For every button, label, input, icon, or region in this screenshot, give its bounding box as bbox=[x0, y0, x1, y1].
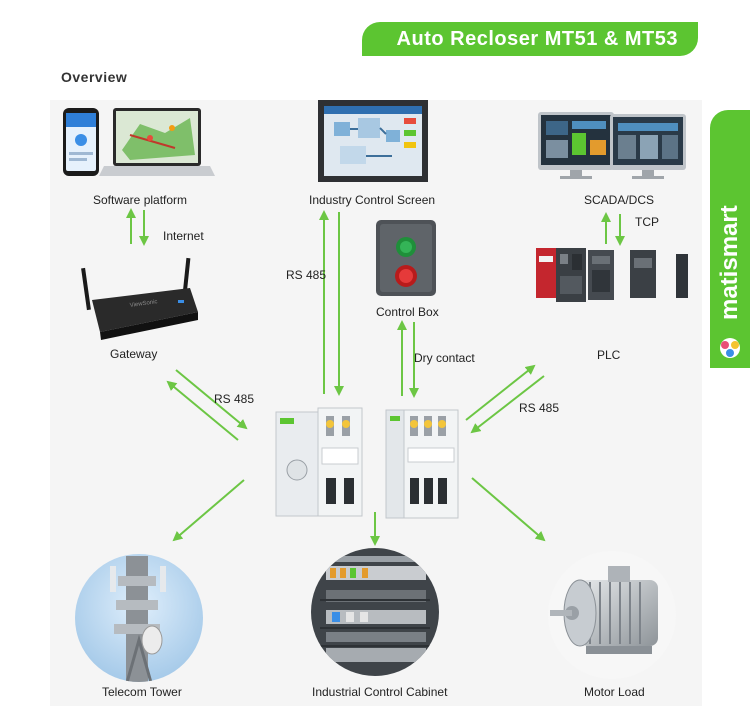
title-banner: Auto Recloser MT51 & MT53 bbox=[362, 22, 698, 56]
label-plc: PLC bbox=[597, 348, 621, 362]
control-box-image bbox=[376, 220, 436, 296]
label-telecom-tower: Telecom Tower bbox=[102, 685, 182, 699]
label-rs485-screen: RS 485 bbox=[286, 268, 327, 282]
label-dry-contact: Dry contact bbox=[414, 351, 475, 365]
recloser-mt53-image bbox=[385, 409, 459, 519]
arrow-to-motor bbox=[471, 477, 546, 542]
page-title: Auto Recloser MT51 & MT53 bbox=[396, 28, 678, 50]
motor-load-image bbox=[548, 551, 676, 679]
arrow-gateway-to-recloser bbox=[175, 369, 248, 430]
brand-tab: matismart bbox=[710, 110, 750, 368]
brand-logo-icon bbox=[720, 338, 740, 358]
section-title: Overview bbox=[61, 69, 128, 85]
label-internet: Internet bbox=[163, 229, 204, 243]
scada-dcs-image bbox=[538, 112, 686, 179]
arrow-to-tower bbox=[172, 479, 245, 542]
label-scada-dcs: SCADA/DCS bbox=[584, 193, 655, 207]
label-rs485-gateway: RS 485 bbox=[214, 392, 255, 406]
label-tcp: TCP bbox=[635, 215, 659, 229]
label-rs485-plc: RS 485 bbox=[519, 401, 560, 415]
industrial-control-cabinet-image bbox=[311, 548, 439, 676]
label-industrial-control-cabinet: Industrial Control Cabinet bbox=[312, 685, 448, 699]
software-platform-image bbox=[63, 108, 215, 176]
telecom-tower-image bbox=[75, 554, 203, 682]
connection-arrows bbox=[126, 208, 625, 546]
label-motor-load: Motor Load bbox=[584, 685, 645, 699]
plc-image bbox=[536, 248, 688, 302]
label-industry-control-screen: Industry Control Screen bbox=[309, 193, 436, 207]
label-control-box: Control Box bbox=[376, 305, 439, 319]
gateway-image: ViewSonic bbox=[81, 257, 198, 340]
arrow-plc-to-recloser bbox=[470, 375, 545, 434]
label-software-platform: Software platform bbox=[93, 193, 188, 207]
svg-text:ViewSonic: ViewSonic bbox=[129, 299, 157, 309]
label-gateway: Gateway bbox=[110, 347, 158, 361]
arrow-recloser-to-plc bbox=[465, 364, 536, 421]
arrow-recloser-to-gateway bbox=[166, 380, 239, 441]
recloser-mt51-image bbox=[275, 407, 363, 517]
industry-control-screen-image bbox=[318, 100, 428, 182]
brand-name: matismart bbox=[716, 205, 743, 320]
